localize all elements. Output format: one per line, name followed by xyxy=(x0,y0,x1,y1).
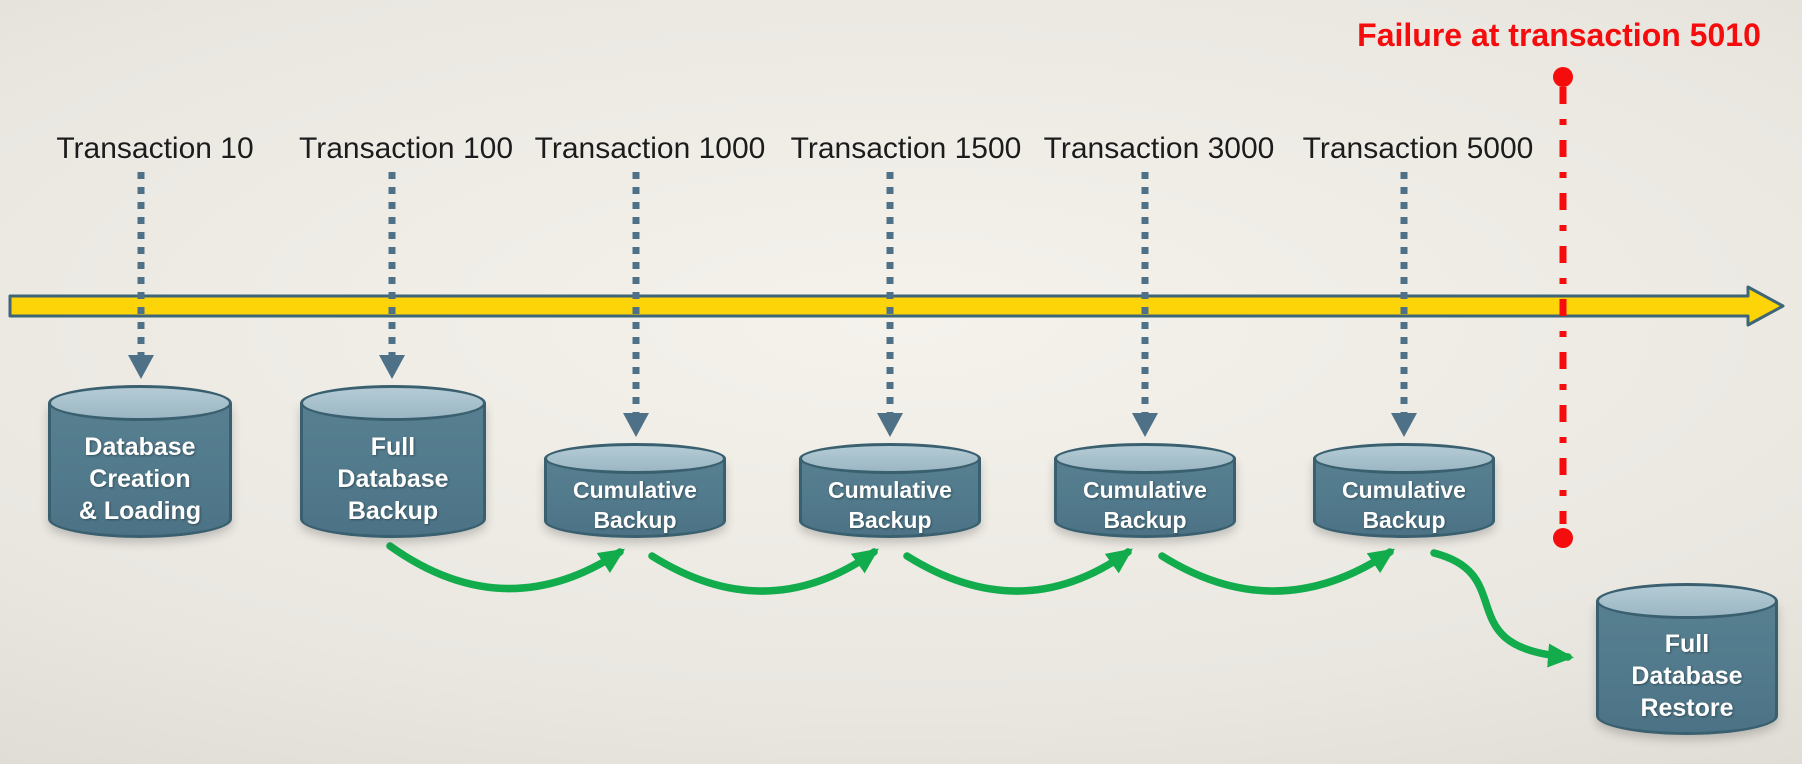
label-transaction-5000: Transaction 5000 xyxy=(1302,132,1534,165)
cylinder-cumulative-backup-1: Cumulative Backup xyxy=(544,443,726,538)
flow-arrow-cumulative-4-to-restore xyxy=(1430,549,1574,668)
cylinder-label: Cumulative Backup xyxy=(1342,477,1466,533)
cylinder-label: Full Database Backup xyxy=(337,432,449,525)
cylinder-body xyxy=(544,458,726,538)
label-transaction-1500: Transaction 1500 xyxy=(790,132,1022,165)
cylinder-full-database-backup: Full Database Backup xyxy=(300,385,486,538)
failure-caption: Failure at transaction 5010 xyxy=(1357,17,1761,53)
timeline-arrow xyxy=(8,285,1785,327)
cylinder-top-ellipse xyxy=(799,443,981,474)
failure-dot-top xyxy=(1553,67,1573,87)
cylinder-label: Cumulative Backup xyxy=(828,477,952,533)
cylinder-label: Database Creation & Loading xyxy=(78,432,202,525)
cylinder-top-ellipse xyxy=(1313,443,1495,474)
flow-arrow-cumulative-2-to-3 xyxy=(903,548,1133,595)
failure-dot-bottom xyxy=(1553,528,1573,548)
label-transaction-3000: Transaction 3000 xyxy=(1043,132,1275,165)
flow-arrow-full-backup-to-cumulative-1 xyxy=(386,542,626,593)
cylinder-top-ellipse xyxy=(1054,443,1236,474)
cylinder-label: Cumulative Backup xyxy=(1083,477,1207,533)
cylinder-label: Cumulative Backup xyxy=(573,477,697,533)
cylinder-top-ellipse xyxy=(1596,583,1778,619)
label-transaction-100: Transaction 100 xyxy=(298,132,514,165)
cylinder-top-ellipse xyxy=(544,443,726,474)
label-transaction-10: Transaction 10 xyxy=(56,132,254,165)
label-transaction-1000: Transaction 1000 xyxy=(534,132,766,165)
cylinder-body xyxy=(1054,458,1236,538)
cylinder-cumulative-backup-4: Cumulative Backup xyxy=(1313,443,1495,538)
cylinder-full-database-restore: Full Database Restore xyxy=(1596,583,1778,735)
cylinder-database-creation: Database Creation & Loading xyxy=(48,385,232,538)
cylinder-body xyxy=(48,403,232,538)
cylinder-cumulative-backup-3: Cumulative Backup xyxy=(1054,443,1236,538)
cylinder-top-ellipse xyxy=(300,385,486,421)
cylinder-label: Full Database Restore xyxy=(1631,630,1743,722)
cylinder-cumulative-backup-2: Cumulative Backup xyxy=(799,443,981,538)
cylinder-body xyxy=(300,403,486,538)
cylinder-top-ellipse xyxy=(48,385,232,421)
cylinder-body xyxy=(1596,601,1778,735)
flow-arrow-cumulative-1-to-2 xyxy=(648,548,879,595)
flow-arrow-cumulative-3-to-4 xyxy=(1158,548,1395,595)
